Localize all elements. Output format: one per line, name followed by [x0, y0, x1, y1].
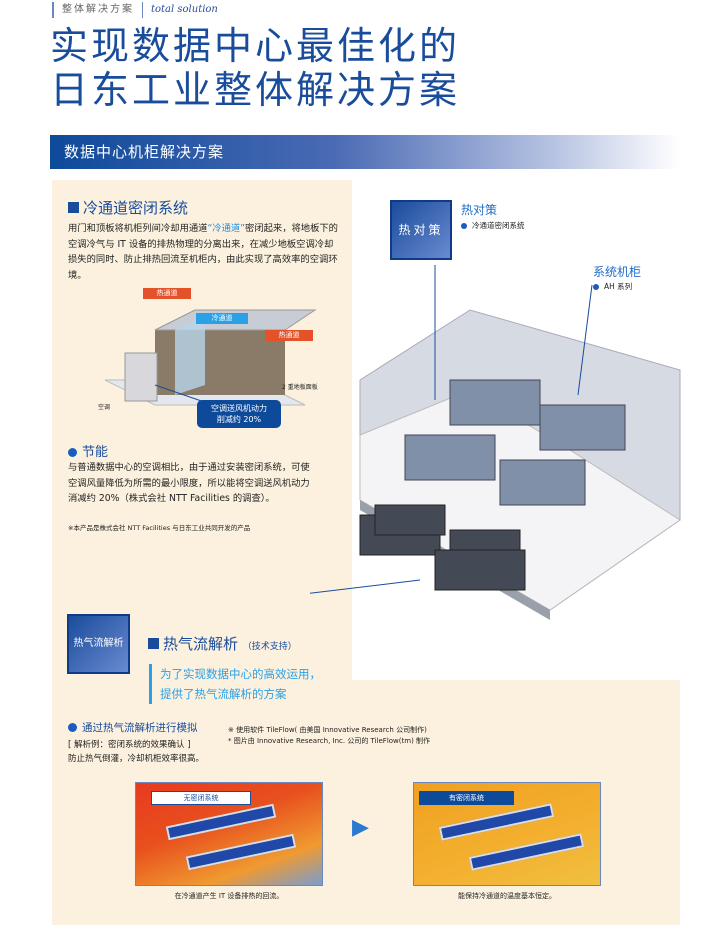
heading-text: 冷通道密闭系统	[83, 199, 189, 217]
floor-label: 2 重地板面板	[282, 384, 318, 391]
cold-aisle-text: 用门和顶板将机柜列间冷却用通道“冷通道”密闭起来，将地板下的空调冷气与 IT 设…	[68, 221, 340, 283]
rack-row	[438, 803, 555, 841]
item-text: AH 系列	[604, 282, 633, 291]
cold-aisle-heading: 冷通道密闭系统	[68, 197, 188, 218]
thermal-analysis-box: 热气流解析	[67, 614, 130, 674]
bullet-icon	[68, 723, 77, 732]
bullet-icon	[461, 223, 467, 229]
simulation-heading: 通过热气流解析进行模拟	[68, 720, 198, 735]
software-notes: ※ 使用软件 TileFlow( 由美国 Innovative Research…	[228, 725, 430, 747]
before-label: 无密闭系统	[151, 791, 251, 805]
heading-text: 热气流解析	[163, 635, 239, 653]
rack-row	[185, 833, 297, 871]
energy-text: 与普通数据中心的空调相比，由于通过安装密闭系统，可使空调风量降低为所需的最小限度…	[68, 462, 310, 504]
energy-note: ※本产品是株式会社 NTT Facilities 与日东工业共同开发的产品	[68, 524, 251, 532]
heading-text: 通过热气流解析进行模拟	[82, 722, 198, 734]
note: * 图片由 Innovative Research, Inc. 公司的 Tile…	[228, 737, 431, 745]
heading-text: 节能	[82, 445, 109, 460]
after-caption: 能保持冷通道的温度基本恒定。	[458, 892, 556, 900]
example-text: 防止热气倒灌，冷却机柜效率很高。	[68, 754, 205, 764]
cold-aisle-tag: 冷通道	[196, 313, 248, 324]
arrow-right-icon: ▶	[352, 815, 369, 840]
tag-text: 冷通道	[211, 314, 233, 322]
heat-measures-title: 热对策	[461, 203, 498, 217]
bullet-icon	[593, 284, 599, 290]
thermal-lead: 为了实现数据中心的高效运用， 提供了热气流解析的方案	[149, 664, 321, 704]
lead-line: 提供了热气流解析的方案	[160, 687, 287, 701]
example-title: [ 解析例：密闭系统的效果确认 ]	[68, 740, 191, 750]
bullet-icon	[68, 448, 77, 457]
energy-heading: 节能	[68, 441, 108, 460]
page-title-line2: 日东工业整体解决方案	[50, 68, 461, 112]
item-text: 冷通道密闭系统	[472, 221, 525, 230]
note: ※ 使用软件 TileFlow( 由美国 Innovative Research…	[228, 726, 427, 734]
heat-measures-item: 冷通道密闭系统	[461, 220, 525, 231]
system-rack-title: 系统机柜	[593, 265, 642, 279]
hot-aisle-tag-1: 热通道	[143, 288, 191, 299]
callout-line: 削减约 20%	[216, 415, 262, 424]
tag-text: 热通道	[278, 331, 300, 339]
thermal-heading: 热气流解析 （技术支持）	[148, 633, 297, 654]
breadcrumb-en: total solution	[142, 2, 218, 18]
heat-measures-box: 热对策	[390, 200, 452, 260]
rack-row	[468, 833, 585, 871]
callout-line: 空调送风机动力	[211, 404, 267, 413]
tag-text: 热通道	[156, 289, 178, 297]
after-label: 有密闭系统	[419, 791, 514, 805]
fan-power-callout: 空调送风机动力削减约 20%	[197, 400, 281, 428]
hot-aisle-tag-2: 热通道	[265, 330, 313, 341]
before-simulation-image: 无密闭系统	[135, 782, 323, 886]
after-simulation-image: 有密闭系统	[413, 782, 601, 886]
breadcrumb-cn: 整体解决方案	[52, 2, 134, 18]
text: 密闭起来，将地板下的空调冷气与 IT 设备的排热物理的分离出来，在减少地板空调冷…	[68, 223, 338, 281]
lead-line: 为了实现数据中心的高效运用，	[160, 667, 321, 681]
section-bar: 数据中心机柜解决方案	[50, 135, 680, 169]
page-title-line1: 实现数据中心最佳化的	[50, 24, 461, 68]
example: [ 解析例：密闭系统的效果确认 ] 防止热气倒灌，冷却机柜效率很高。	[68, 738, 204, 766]
datacenter-room-illustration	[310, 265, 681, 620]
system-rack-item: AH 系列	[593, 281, 632, 292]
rack-row	[165, 803, 277, 841]
before-caption: 在冷通道产生 IT 设备排热的回流。	[174, 892, 284, 900]
heading-sub: （技术支持）	[242, 642, 297, 652]
text: 用门和顶板将机柜列间冷却用通道	[68, 223, 208, 234]
cold-aisle-diagram	[104, 309, 317, 406]
ac-label: 空调	[98, 404, 111, 411]
highlight: “冷通道”	[207, 223, 245, 234]
